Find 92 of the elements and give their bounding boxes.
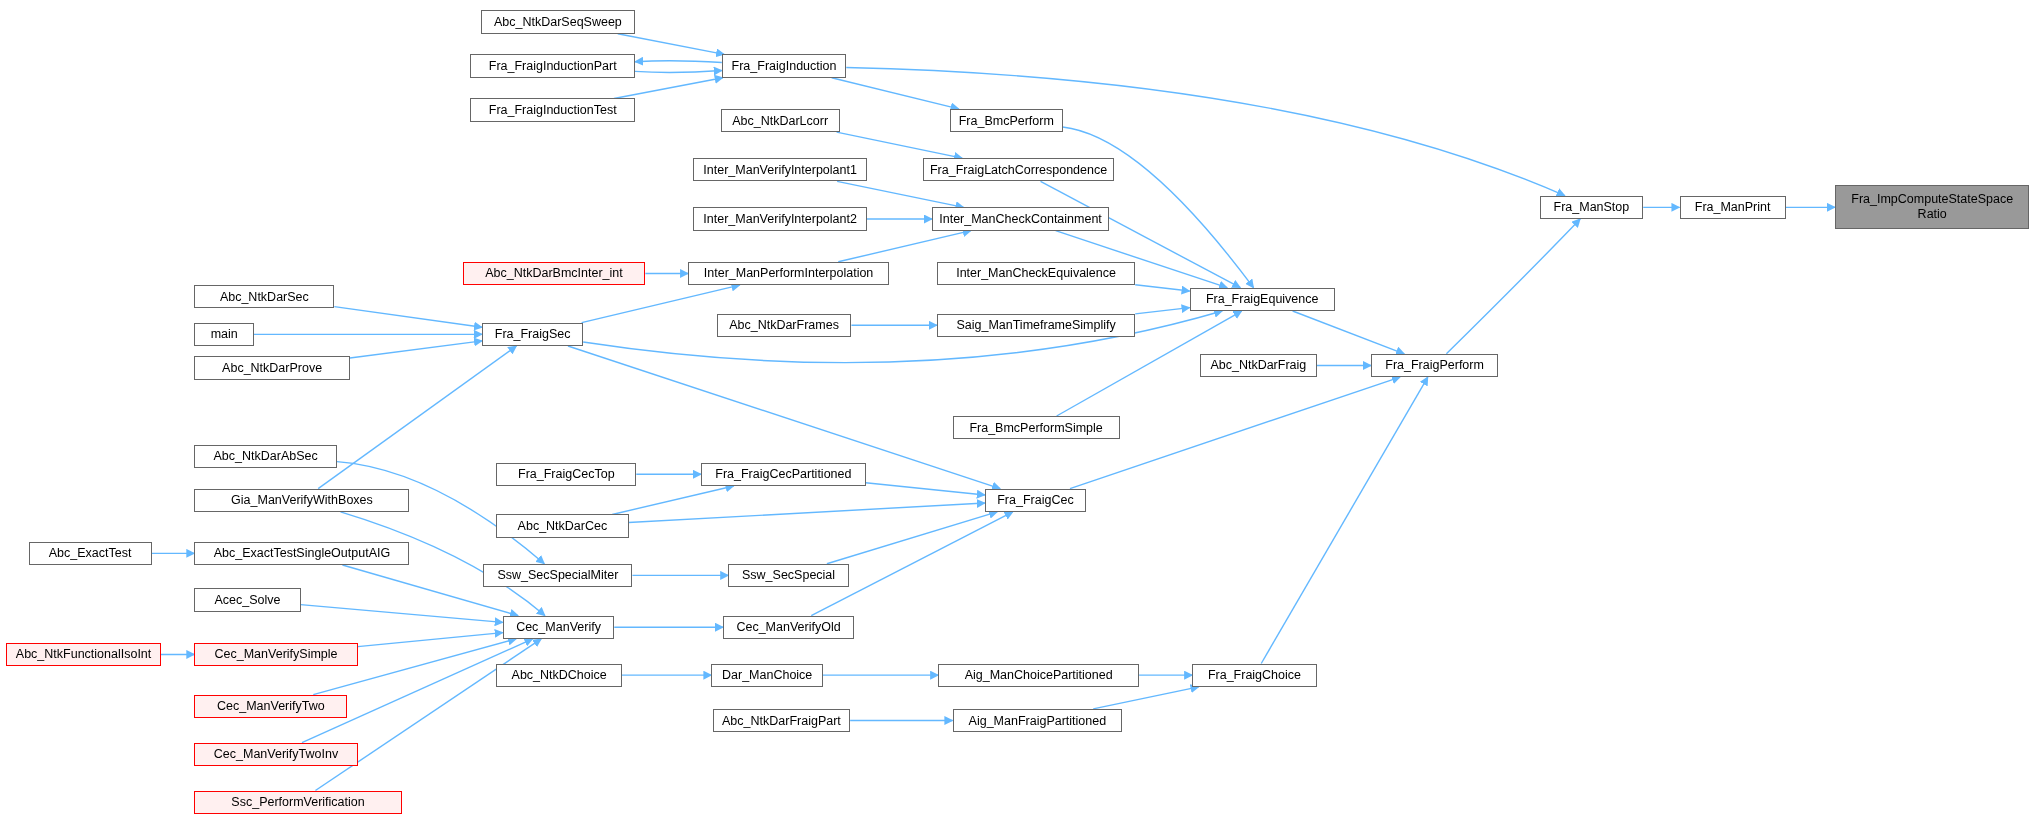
arrow [850, 320, 938, 330]
arrow [822, 670, 940, 680]
arrow [1134, 304, 1191, 315]
function-box: Fra_FraigInductionPart [470, 54, 635, 78]
function-box: Fra_ManStop [1539, 195, 1644, 219]
arrow [634, 66, 723, 76]
arrow [845, 66, 1566, 197]
function-box: Fra_ManPrint [1679, 195, 1786, 219]
arrow [336, 460, 545, 565]
arrow [150, 548, 196, 558]
function-box: Acec_Solve [194, 588, 301, 612]
function-box: Ssw_SecSpecialMiter [483, 563, 633, 588]
arrow [356, 628, 504, 648]
function-box: Fra_BmcPerform [949, 108, 1063, 133]
function-box: Cec_ManVerify [502, 615, 615, 639]
arrow [1039, 180, 1242, 289]
arrow [634, 56, 723, 66]
arrow [1260, 376, 1429, 665]
function-box: Abc_NtkFunctionalIsoInt [6, 642, 161, 667]
function-box: Fra_FraigCecPartitioned [701, 462, 866, 486]
function-box: Cec_ManVerifySimple [194, 642, 358, 667]
function-box: Fra_FraigPerform [1371, 353, 1499, 378]
arrow [621, 670, 713, 680]
arrow [1138, 670, 1194, 680]
function-box: Inter_ManVerifyInterpolant2 [693, 207, 867, 231]
function-box: Abc_NtkDarSec [194, 285, 335, 309]
arrow [301, 638, 534, 744]
function-box: Abc_NtkDarBmcInter_int [462, 261, 646, 286]
function-box: Abc_ExactTest [28, 541, 152, 565]
function-box: Fra_FraigLatchCorrespondence [923, 158, 1115, 182]
function-box: Abc_NtkDarFraig [1200, 353, 1317, 378]
function-box: Saig_ManTimeframeSimplify [936, 313, 1136, 337]
arrow [627, 498, 986, 524]
function-box: Gia_ManVerifyWithBoxes [194, 488, 410, 512]
arrow [635, 469, 702, 479]
function-box: Cec_ManVerifyTwoInv [194, 742, 358, 766]
function-box: Abc_ExactTestSingleOutputAIG [194, 541, 410, 565]
function-box: Abc_NtkDarFraigPart [712, 708, 851, 733]
function-box: Fra_ImpComputeStateSpace Ratio [1835, 185, 2030, 230]
arrow [349, 337, 483, 359]
function-box: main [194, 322, 254, 346]
function-box: Inter_ManVerifyInterpolant1 [693, 158, 867, 182]
arrow [864, 482, 986, 499]
arrow [333, 305, 483, 331]
function-box: Abc_NtkDChoice [496, 663, 623, 687]
function-box: Abc_NtkDarCec [496, 514, 629, 538]
function-box: Dar_ManChoice [711, 663, 823, 687]
arrow [1069, 375, 1401, 490]
function-box: Abc_NtkDarProve [194, 356, 350, 380]
arrow [567, 345, 1001, 491]
arrow [617, 33, 726, 58]
function-box: Ssc_PerformVerification [194, 790, 402, 814]
function-box: Inter_ManCheckEquivalence [936, 261, 1136, 286]
function-box: Fra_FraigInductionTest [470, 98, 635, 122]
arrow [253, 329, 483, 339]
function-box: Aig_ManChoicePartitioned [938, 663, 1140, 687]
function-box: Abc_NtkDarSeqSweep [480, 10, 635, 34]
arrow [849, 716, 954, 726]
function-box: Fra_FraigEquivence [1189, 287, 1335, 311]
arrow [1291, 310, 1405, 356]
function-box: Cec_ManVerifyTwo [194, 694, 348, 718]
function-box: Aig_ManFraigPartitioned [952, 708, 1123, 733]
arrow [644, 268, 690, 278]
function-box: Abc_NtkDarLcorr [720, 108, 840, 133]
function-box: Abc_NtkDarFrames [716, 313, 852, 337]
function-box: Inter_ManCheckContainment [932, 207, 1110, 231]
arrow [1055, 310, 1243, 417]
arrow [613, 622, 724, 632]
arrow [1785, 202, 1836, 212]
arrow [299, 603, 504, 627]
arrow [1445, 218, 1581, 355]
arrow [1315, 360, 1372, 370]
arrow [317, 345, 518, 490]
function-box: Abc_NtkDarAbSec [194, 444, 337, 468]
function-box: Cec_ManVerifyOld [723, 615, 854, 639]
function-box: Fra_FraigSec [482, 322, 584, 346]
function-box: Fra_BmcPerformSimple [952, 416, 1120, 440]
function-box: Fra_FraigInduction [721, 54, 847, 78]
arrow [314, 638, 542, 792]
arrow [1134, 284, 1191, 295]
arrow [631, 570, 730, 580]
arrow [160, 649, 196, 659]
arrow [1642, 202, 1681, 212]
arrow [866, 214, 933, 224]
function-box: Fra_FraigCecTop [496, 462, 637, 486]
function-box: Ssw_SecSpecial [728, 563, 849, 588]
function-box: Fra_FraigChoice [1192, 663, 1317, 687]
function-box: Fra_FraigCec [984, 488, 1086, 512]
arrow [339, 511, 546, 617]
arrow [341, 564, 519, 618]
function-box: Inter_ManPerformInterpolation [688, 261, 889, 286]
arrow [1061, 126, 1255, 289]
